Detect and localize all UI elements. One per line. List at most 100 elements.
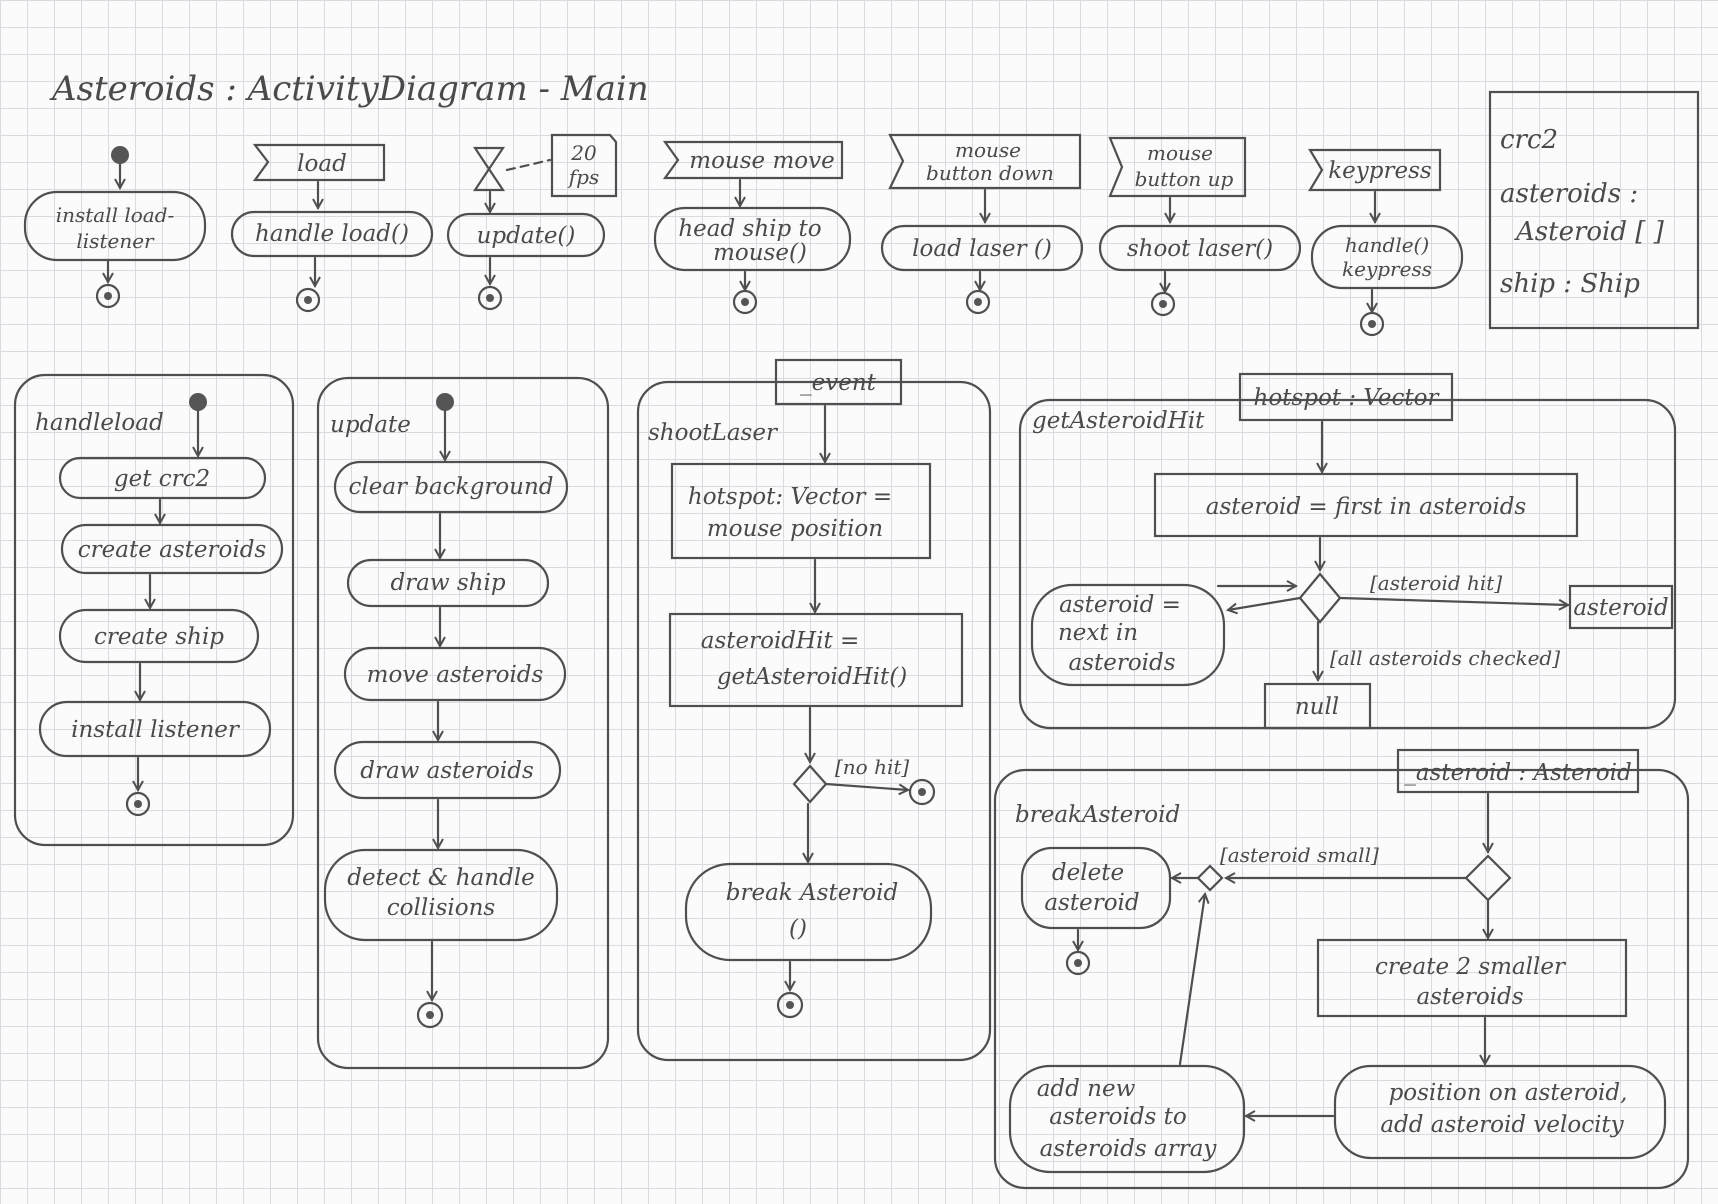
- next-asteroid-action: [1030, 583, 1226, 687]
- global-crc2: crc2: [1500, 125, 1558, 155]
- update-step-4: draw asteroids: [360, 758, 534, 784]
- create-ship-action: [58, 608, 260, 664]
- mousedown-signal: [888, 133, 1082, 190]
- final-node: [1150, 291, 1176, 317]
- globals-frame: [1488, 90, 1700, 330]
- init-flow: install load- listener: [23, 146, 207, 309]
- update-step-1: clear background: [348, 474, 553, 500]
- handleload-activity: handleload get crc2 create asteroids cre…: [13, 373, 295, 847]
- keypress-signal-label: keypress: [1328, 158, 1432, 184]
- final-node: [1359, 311, 1385, 337]
- shootlaser-activity-name: shootLaser: [648, 420, 779, 446]
- update-action: [446, 212, 606, 258]
- initial-node: [189, 393, 207, 411]
- handle-load-action: [230, 210, 434, 258]
- mouseup-signal-label-1: mouse: [1147, 141, 1213, 165]
- handle-load-label: handle load(): [255, 221, 409, 247]
- break-asteroid-action: [684, 862, 933, 962]
- mousedown-signal-label-1: mouse: [955, 138, 1021, 162]
- install-listener-action: [38, 700, 272, 758]
- update-step-5-line-2: collisions: [387, 895, 496, 921]
- asteroid-hit-label-2: getAsteroidHit(): [717, 664, 907, 690]
- draw-asteroids-action: [333, 740, 562, 800]
- all-checked-guard: [all asteroids checked]: [1330, 646, 1560, 670]
- mouseup-signal: [1108, 136, 1247, 198]
- handleload-step-4: install listener: [71, 717, 241, 743]
- timer-event-flow: 20 fps update(): [446, 133, 618, 311]
- head-ship-action: [653, 206, 852, 272]
- hit-check-decision-node: [1298, 572, 1342, 624]
- shoot-laser-label: shoot laser(): [1127, 236, 1273, 262]
- keypress-signal: [1308, 148, 1442, 192]
- hotspot-label-2: mouse position: [707, 516, 883, 542]
- create-asteroids-action: [60, 523, 284, 575]
- update-activity: update clear background draw ship move a…: [316, 376, 610, 1070]
- getasteroidhit-param-label: hotspot : Vector: [1254, 385, 1441, 411]
- final-node: [477, 285, 503, 311]
- handleload-activity-name: handleload: [35, 410, 164, 436]
- add-asteroids-label-2: asteroids to: [1049, 1104, 1187, 1130]
- delete-asteroid-label-2: asteroid: [1044, 890, 1139, 916]
- move-asteroids-action: [343, 646, 567, 702]
- update-frame: [316, 376, 610, 1070]
- position-velocity-action: [1333, 1064, 1667, 1160]
- final-node: [95, 283, 121, 309]
- load-signal-label: load: [297, 151, 347, 177]
- mousemove-signal-label: mouse move: [689, 148, 834, 174]
- head-ship-label-1: head ship to: [678, 216, 821, 242]
- mouseup-event-flow: mouse button up shoot laser(): [1098, 136, 1302, 317]
- next-asteroid-label-1: asteroid =: [1059, 592, 1181, 618]
- handleload-step-2: create asteroids: [78, 537, 267, 563]
- merge-node: [1196, 864, 1224, 892]
- initial-node: [111, 146, 129, 164]
- first-asteroid-label: asteroid = first in asteroids: [1206, 494, 1527, 520]
- add-asteroids-action: [1008, 1064, 1246, 1174]
- getasteroidhit-frame: [1018, 398, 1677, 730]
- asteroid-hit-action: [668, 612, 964, 708]
- mousemove-signal: [662, 140, 844, 180]
- final-node: [295, 287, 321, 313]
- final-node: [965, 289, 991, 315]
- handle-keypress-label-1: handle(): [1345, 233, 1429, 257]
- global-variables-box: crc2 asteroids : Asteroid [ ] ship : Shi…: [1488, 90, 1700, 330]
- asteroid-hit-label-1: asteroidHit =: [701, 628, 860, 654]
- null-output-label: null: [1295, 694, 1339, 720]
- handleload-step-1: get crc2: [114, 466, 210, 492]
- update-action-label: update(): [477, 223, 576, 249]
- install-load-listener-label-2: listener: [76, 229, 155, 253]
- create-smaller-label-2: asteroids: [1416, 984, 1523, 1010]
- final-node: [776, 991, 804, 1019]
- final-node: [908, 778, 936, 806]
- final-node: [416, 1001, 444, 1029]
- asteroid-output-pin: [1568, 584, 1674, 630]
- shootlaser-param: [774, 358, 903, 406]
- hit-decision-node: [792, 764, 828, 804]
- position-velocity-label-2: add asteroid velocity: [1380, 1112, 1624, 1138]
- size-decision-node: [1464, 854, 1512, 902]
- load-laser-label: load laser (): [912, 236, 1052, 262]
- shootlaser-frame: [636, 380, 992, 1062]
- shootlaser-param-label: _event: [800, 370, 877, 396]
- timer-note-value: 20: [570, 141, 597, 165]
- add-asteroids-label-1: add new: [1037, 1076, 1136, 1102]
- getasteroidhit-param: [1238, 372, 1454, 422]
- shoot-laser-action: [1098, 224, 1302, 272]
- breakasteroid-frame: [993, 768, 1690, 1190]
- clear-background-action: [333, 460, 569, 514]
- update-activity-name: update: [330, 412, 411, 438]
- mouseup-signal-label-2: button up: [1135, 167, 1234, 191]
- load-event-flow: load handle load(): [230, 143, 434, 313]
- update-step-5-line-1: detect & handle: [347, 865, 534, 891]
- timer-hourglass-icon: [472, 146, 506, 192]
- breakasteroid-activity: _asteroid : Asteroid breakAsteroid [aste…: [993, 748, 1690, 1190]
- mousedown-event-flow: mouse button down load laser (): [880, 133, 1084, 315]
- getasteroidhit-activity: hotspot : Vector getAsteroidHit asteroid…: [1018, 372, 1677, 730]
- get-crc2-action: [58, 456, 267, 500]
- mousedown-signal-label-2: button down: [926, 161, 1054, 185]
- keypress-event-flow: keypress handle() keypress: [1308, 148, 1464, 337]
- handle-keypress-action: [1310, 224, 1464, 290]
- final-node: [1065, 950, 1091, 976]
- break-asteroid-label-1: break Asteroid: [726, 880, 898, 906]
- global-asteroids-type: Asteroid [ ]: [1514, 217, 1665, 247]
- next-asteroid-label-3: asteroids: [1068, 650, 1175, 676]
